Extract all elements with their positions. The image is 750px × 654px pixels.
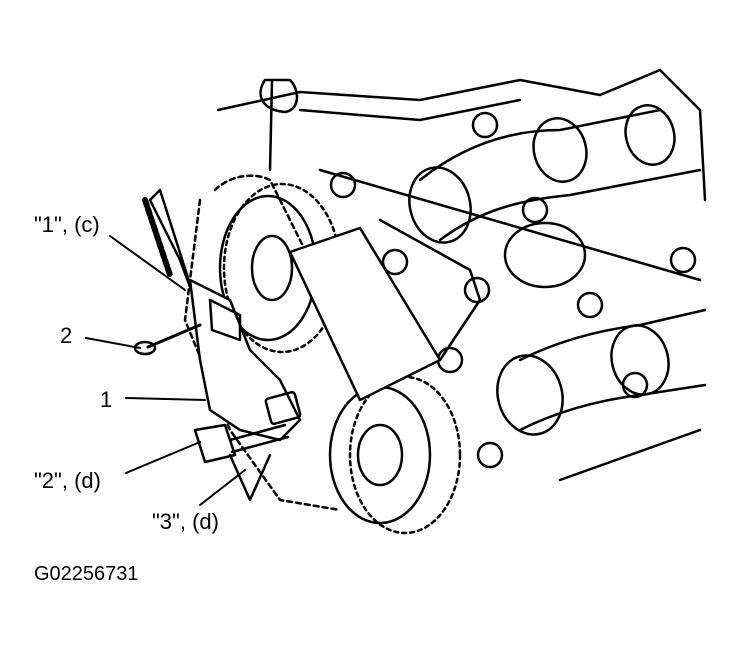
lower-camshaft xyxy=(496,221,707,436)
chain-tensioner xyxy=(188,278,302,442)
callout-label-2: 2 xyxy=(60,323,73,348)
callout-label-1c: "1", (c) xyxy=(34,212,100,237)
callout-label-3d: "3", (d) xyxy=(152,509,219,534)
callout-label-1: 1 xyxy=(100,387,113,412)
cover-plate xyxy=(288,218,482,402)
figure-id: G02256731 xyxy=(34,563,139,585)
cylinder-head xyxy=(216,68,707,482)
leader-lines xyxy=(85,235,246,506)
bolt-3 xyxy=(228,453,272,502)
timing-chain xyxy=(142,174,362,512)
callout-label-2d: "2", (d) xyxy=(34,468,101,493)
lower-sprocket xyxy=(328,375,462,535)
bearing-bolts xyxy=(329,111,697,469)
upper-camshaft xyxy=(408,104,702,244)
bolt-2 xyxy=(193,423,290,464)
service-tool xyxy=(133,323,202,356)
